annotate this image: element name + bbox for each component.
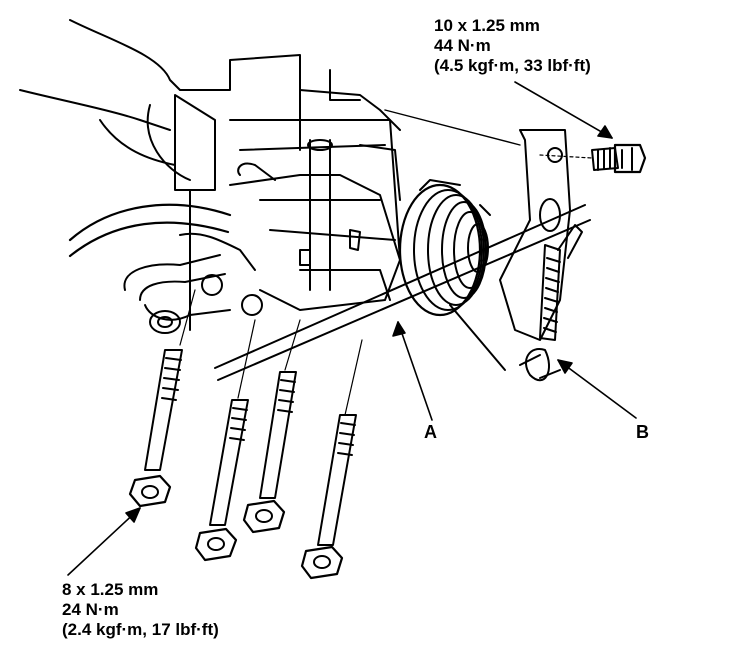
bottom-torque-spec: 8 x 1.25 mm 24 N·m (2.4 kgf·m, 17 lbf·ft… bbox=[62, 580, 219, 640]
top-torque-spec: 10 x 1.25 mm 44 N·m (4.5 kgf·m, 33 lbf·f… bbox=[434, 16, 591, 76]
tensioner-bracket bbox=[499, 129, 571, 382]
lower-bolt-3 bbox=[242, 371, 297, 534]
top-bolt-torque-alt: (4.5 kgf·m, 33 lbf·ft) bbox=[434, 56, 591, 75]
compressor-body bbox=[229, 139, 401, 311]
arrow-top-spec bbox=[514, 81, 613, 139]
lower-bolt-1 bbox=[128, 349, 183, 508]
refrigerant-pipes bbox=[68, 203, 263, 334]
adjusting-bolt bbox=[539, 224, 583, 341]
callout-b-label: B bbox=[636, 422, 649, 442]
bottom-bolt-torque-alt: (2.4 kgf·m, 17 lbf·ft) bbox=[62, 620, 219, 639]
engine-body bbox=[19, 19, 521, 331]
arrow-b bbox=[557, 359, 637, 419]
callout-a-label: A bbox=[424, 422, 437, 442]
top-mounting-bolt bbox=[539, 143, 647, 174]
bottom-bolt-torque-nm: 24 N·m bbox=[62, 600, 119, 619]
lower-bolt-4 bbox=[300, 414, 357, 580]
bolt-leader-lines bbox=[179, 289, 363, 416]
arrow-bottom-spec bbox=[67, 507, 141, 576]
arrow-a bbox=[392, 321, 433, 421]
top-bolt-torque-nm: 44 N·m bbox=[434, 36, 491, 55]
top-bolt-size: 10 x 1.25 mm bbox=[434, 16, 540, 35]
bottom-bolt-size: 8 x 1.25 mm bbox=[62, 580, 159, 599]
compressor-pulley bbox=[398, 179, 491, 317]
lower-bolt-2 bbox=[194, 399, 249, 562]
